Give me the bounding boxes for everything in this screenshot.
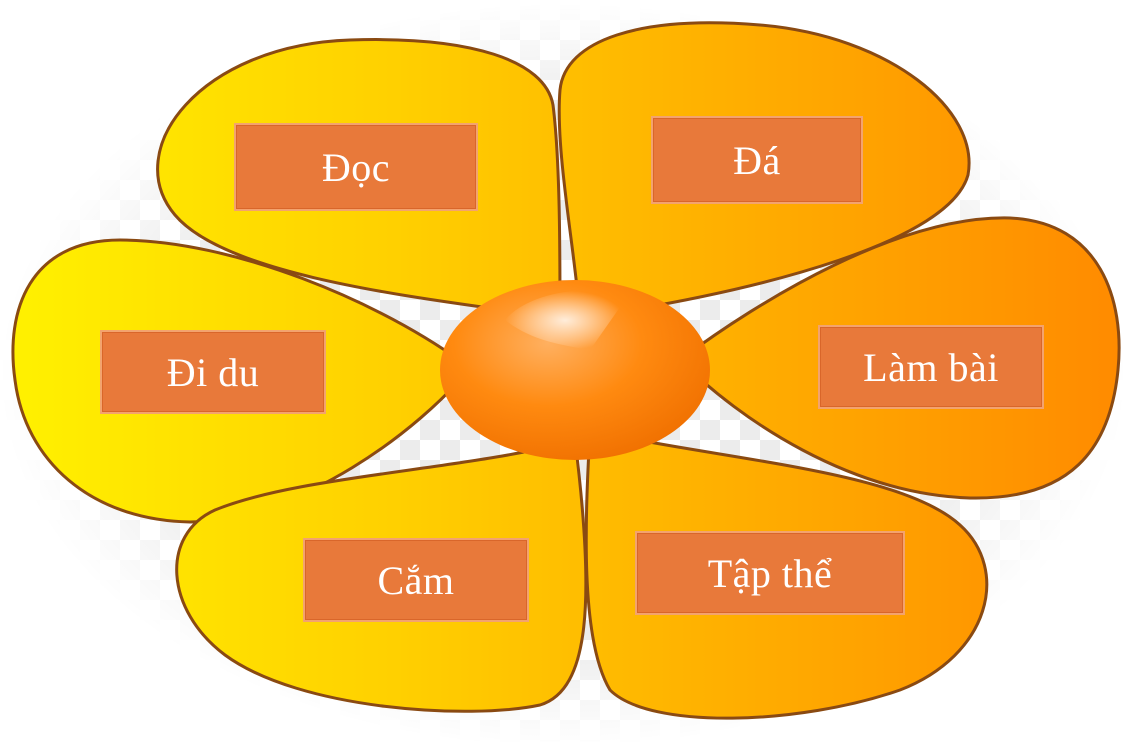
petal-label-lam-bai[interactable]: Làm bài xyxy=(818,325,1044,409)
petal-label-di-du[interactable]: Đi du xyxy=(100,330,326,414)
petal-label-da[interactable]: Đá xyxy=(651,116,863,204)
petal-label-cam[interactable]: Cắm xyxy=(303,538,529,622)
petal-label-tap-the[interactable]: Tập thể xyxy=(635,531,905,615)
flower-center xyxy=(440,280,710,460)
petal-label-doc[interactable]: Đọc xyxy=(234,123,478,211)
